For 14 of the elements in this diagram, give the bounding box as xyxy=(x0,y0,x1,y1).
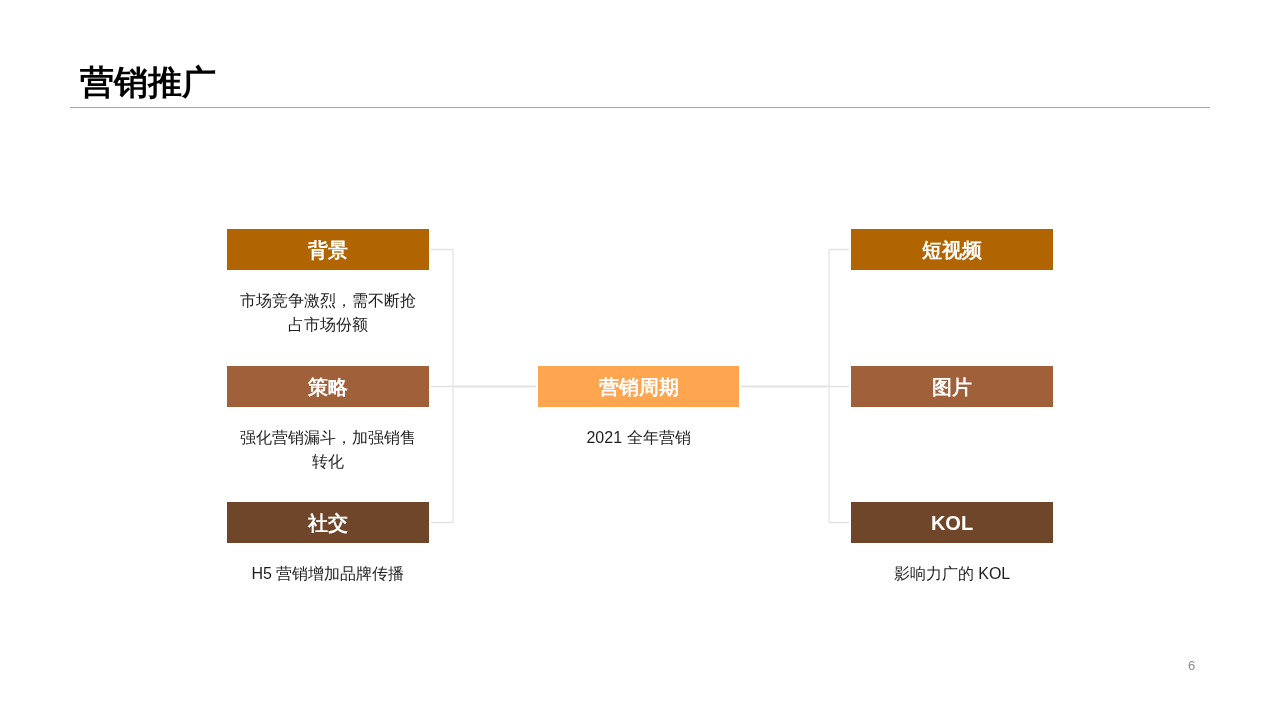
category-box: 策略 xyxy=(227,366,429,407)
category-box: KOL xyxy=(851,502,1053,543)
description-text: H5 营销增加品牌传播 xyxy=(251,564,405,584)
category-box: 社交 xyxy=(227,502,429,543)
description-text: 影响力广的 KOL xyxy=(893,564,1011,584)
category-box: 图片 xyxy=(851,366,1053,407)
page-number: 6 xyxy=(1188,657,1196,675)
category-box: 背景 xyxy=(227,229,429,270)
description-text: 市场竞争激烈，需不断抢占市场份额 xyxy=(239,291,417,335)
category-box: 营销周期 xyxy=(538,366,739,407)
description-text: 2021 全年营销 xyxy=(586,428,691,448)
category-box: 短视频 xyxy=(851,229,1053,270)
description-text: 强化营销漏斗，加强销售转化 xyxy=(239,428,417,472)
page-title: 营销推广 xyxy=(80,62,216,103)
